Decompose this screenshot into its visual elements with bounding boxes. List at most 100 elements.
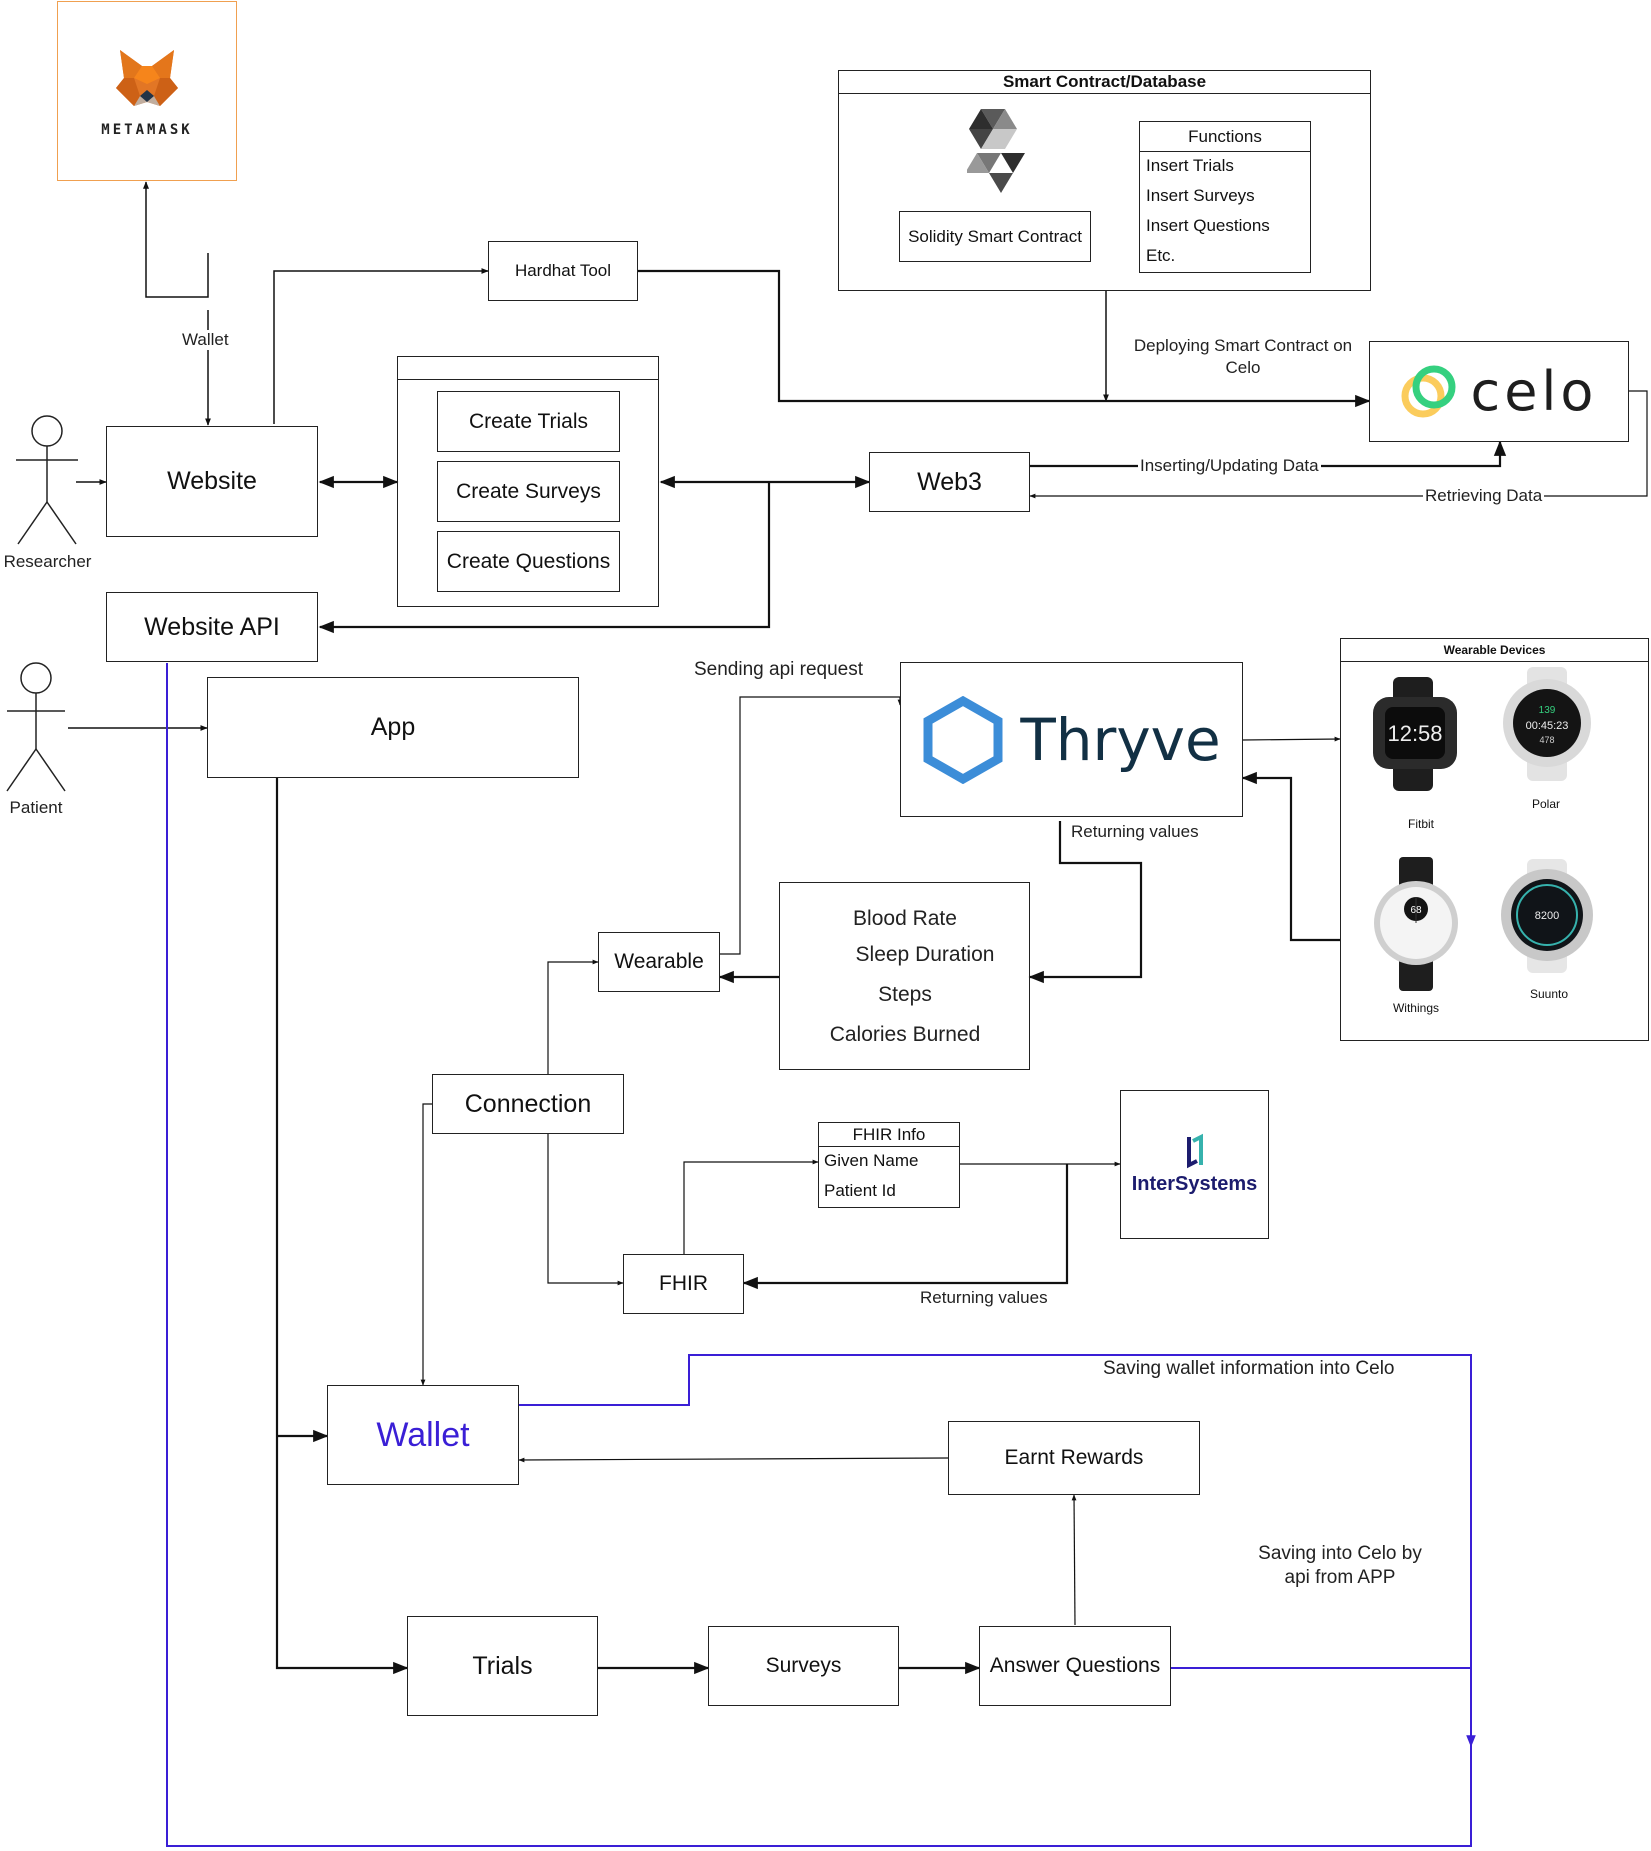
thryve-wordmark: Thryve <box>1020 705 1221 774</box>
edge-connection-wallet <box>420 1103 432 1386</box>
metric-sleep-duration: Sleep Duration <box>855 943 995 966</box>
saving-wallet-label: Saving wallet information into Celo <box>1103 1358 1395 1379</box>
metamask-label: METAMASK <box>101 122 193 138</box>
website-node[interactable]: Website <box>106 426 318 537</box>
solidity-logo-icon <box>967 109 1025 193</box>
fhir-info-header: FHIR Info <box>819 1123 959 1147</box>
polar-time: 00:45:23 <box>1526 720 1569 732</box>
functions-item: Insert Trials <box>1146 156 1234 175</box>
fhir-info-row: Given Name <box>824 1151 919 1170</box>
researcher-label: Researcher <box>3 552 92 571</box>
smart-contract-container: Smart Contract/Database Solidity Smart C… <box>838 70 1371 291</box>
saving-celo-app-label: Saving into Celo by api from APP <box>1220 1542 1460 1590</box>
hardhat-tool[interactable]: Hardhat Tool <box>488 241 638 301</box>
svg-text:139: 139 <box>1539 705 1556 716</box>
fox-icon <box>116 50 178 106</box>
create-questions-button[interactable]: Create Questions <box>437 531 620 592</box>
create-trials-button[interactable]: Create Trials <box>437 391 620 452</box>
thryve-node[interactable]: Thryve <box>900 662 1243 817</box>
celo-node[interactable]: celo <box>1369 341 1629 442</box>
metric-calories-burned: Calories Burned <box>829 1023 981 1046</box>
edge-fhir-fhirinfo <box>683 1159 819 1254</box>
wallet-node[interactable]: Wallet <box>327 1385 519 1485</box>
suunto-time: 8200 <box>1535 910 1559 922</box>
saving-celo-app-line: Saving into Celo by <box>1258 1543 1422 1564</box>
edge-websiteapi-loop <box>166 663 1472 1847</box>
create-group-header <box>398 357 658 380</box>
app-node[interactable]: App <box>207 677 579 778</box>
fhir-info-table: FHIR Info Given Name Patient Id <box>818 1122 960 1208</box>
earnt-rewards-node[interactable]: Earnt Rewards <box>948 1421 1200 1495</box>
suunto-label: Suunto <box>1529 987 1569 1001</box>
functions-item: Insert Questions <box>1146 216 1270 235</box>
solidity-smart-contract[interactable]: Solidity Smart Contract <box>899 211 1091 262</box>
returning-values-fhir-label: Returning values <box>920 1288 1048 1307</box>
answer-questions-node[interactable]: Answer Questions <box>979 1626 1171 1706</box>
edge-web3-websiteapi <box>318 482 771 634</box>
fitbit-watch-icon: 12:58 <box>1373 677 1457 791</box>
inserting-label: Inserting/Updating Data <box>1138 456 1321 476</box>
connection-node[interactable]: Connection <box>432 1074 624 1134</box>
trials-node[interactable]: Trials <box>407 1616 598 1716</box>
metrics-box: Blood Rate Sleep Duration Steps Calories… <box>779 882 1030 1070</box>
metric-steps: Steps <box>878 983 932 1006</box>
edge-connection-wearable <box>547 959 599 1074</box>
edge-app-trunk <box>275 778 409 1675</box>
retrieving-label: Retrieving Data <box>1423 486 1545 506</box>
wallet-link-label: Wallet <box>180 330 231 350</box>
website-api-node[interactable]: Website API <box>106 592 318 662</box>
returning-values-thryve-label: Returning values <box>1071 822 1199 841</box>
edge-devices-thryve <box>1241 771 1340 942</box>
smart-contract-title: Smart Contract/Database <box>839 71 1370 94</box>
wearable-devices-panel: Wearable Devices 12:58 Fitbit 139 00:45:… <box>1340 638 1649 1041</box>
deploying-label-line: Deploying Smart Contract on <box>1133 336 1353 355</box>
wearable-devices-title: Wearable Devices <box>1341 639 1648 662</box>
celo-logo-icon <box>1401 365 1456 417</box>
edge-hardhat-celo <box>638 269 1371 408</box>
functions-item: Etc. <box>1146 246 1176 265</box>
create-group: Create Trials Create Surveys Create Ques… <box>397 356 659 607</box>
sending-api-label: Sending api request <box>694 659 864 680</box>
edge-connection-fhir <box>547 1134 624 1286</box>
withings-watch-icon: 68 <box>1374 857 1458 991</box>
edge-intersystems-fhir <box>742 1164 1069 1290</box>
suunto-watch-icon: 8200 <box>1501 859 1593 973</box>
edge-rewards-wallet <box>518 1457 949 1463</box>
fitbit-time: 12:58 <box>1387 721 1442 746</box>
metric-blood-rate: Blood Rate <box>853 907 957 930</box>
functions-table: Functions Insert Trials Insert Surveys I… <box>1139 121 1311 273</box>
functions-header: Functions <box>1140 122 1310 152</box>
edge-answers-rewards <box>1071 1494 1077 1626</box>
edge-website-hardhat <box>273 268 489 424</box>
polar-label: Polar <box>1531 797 1560 811</box>
edge-thryve-devices <box>1242 736 1341 742</box>
edge-answers-celo <box>1171 1667 1476 1748</box>
saving-celo-app-line: api from APP <box>1284 1567 1396 1588</box>
deploying-label: Deploying Smart Contract on Celo <box>1118 335 1368 379</box>
edge-thryve-metrics <box>1028 821 1143 984</box>
intersystems-node[interactable]: InterSystems <box>1120 1090 1269 1239</box>
svg-text:478: 478 <box>1539 735 1554 745</box>
fhir-node[interactable]: FHIR <box>623 1254 744 1314</box>
fhir-info-row: Patient Id <box>824 1181 896 1200</box>
deploying-label-line: Celo <box>1225 358 1261 377</box>
fitbit-label: Fitbit <box>1407 817 1434 831</box>
withings-label: Withings <box>1392 1001 1439 1015</box>
researcher-actor-icon <box>16 415 78 545</box>
patient-label: Patient <box>9 798 63 817</box>
metamask-node[interactable]: METAMASK <box>57 1 237 181</box>
create-surveys-button[interactable]: Create Surveys <box>437 461 620 522</box>
celo-wordmark: celo <box>1470 360 1598 423</box>
polar-watch-icon: 139 00:45:23 478 <box>1503 667 1591 781</box>
intersystems-logo-icon <box>1186 1133 1203 1169</box>
web3-node[interactable]: Web3 <box>869 452 1030 512</box>
edge-celo-web3-retrieve <box>1029 390 1648 499</box>
wearable-node[interactable]: Wearable <box>598 932 720 992</box>
edge-website-metamask <box>143 181 209 298</box>
intersystems-wordmark: InterSystems <box>1131 1173 1258 1195</box>
patient-actor-icon <box>6 662 66 792</box>
functions-item: Insert Surveys <box>1146 186 1255 205</box>
surveys-node[interactable]: Surveys <box>708 1626 899 1706</box>
thryve-hexagon-icon <box>923 695 1003 784</box>
